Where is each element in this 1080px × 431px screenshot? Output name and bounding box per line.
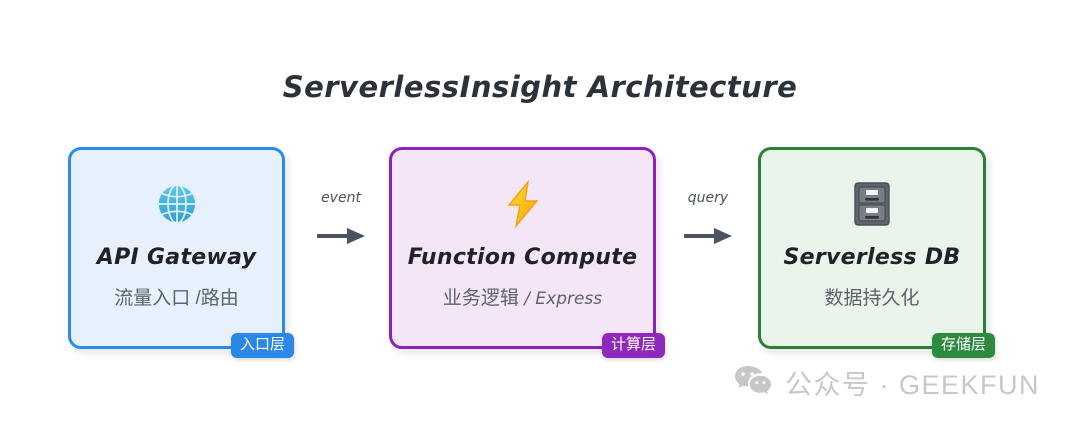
node-title: Function Compute [407, 245, 638, 270]
arrow-right-icon [663, 226, 753, 251]
page-title: ServerlessInsight Architecture [282, 70, 798, 104]
lightning-bolt-icon [392, 179, 653, 229]
status-badge: 存储层 [931, 333, 995, 358]
globe-icon [71, 180, 282, 228]
connector-label: event [321, 190, 361, 206]
connector-query: query [663, 190, 753, 280]
node-subtitle-cn: 业务逻辑 [442, 288, 519, 309]
node-subtitle-separator: / [518, 289, 536, 309]
node-subtitle-en: Express [535, 289, 603, 309]
arrow-right-icon [296, 226, 386, 251]
wechat-icon [733, 364, 773, 401]
node-subtitle: 流量入口 /路由 [114, 288, 239, 309]
status-badge: 入口层 [230, 333, 294, 358]
node-function-compute[interactable]: Function Compute 业务逻辑 / Express 计算层 [389, 147, 665, 358]
node-serverless-db[interactable]: Serverless DB 数据持久化 存储层 [758, 147, 995, 358]
node-title: Serverless DB [783, 245, 961, 270]
node-subtitle: 业务逻辑 / Express [392, 283, 653, 310]
node-title: API Gateway [96, 245, 257, 270]
node-body: Function Compute 业务逻辑 / Express 计算层 [392, 150, 665, 358]
file-cabinet-icon [761, 180, 983, 228]
watermark-text: 公众号 · GEEKFUN [785, 369, 1041, 400]
node-body: API Gateway 流量入口 /路由 入口层 [71, 150, 294, 358]
watermark: 公众号 · GEEKFUN [733, 363, 1040, 401]
connector-label: query [687, 190, 729, 206]
node-api-gateway[interactable]: API Gateway 流量入口 /路由 入口层 [68, 147, 294, 358]
node-body: Serverless DB 数据持久化 存储层 [761, 150, 995, 358]
status-badge: 计算层 [601, 333, 665, 358]
connector-event: event [296, 190, 386, 280]
node-subtitle: 数据持久化 [824, 288, 920, 309]
